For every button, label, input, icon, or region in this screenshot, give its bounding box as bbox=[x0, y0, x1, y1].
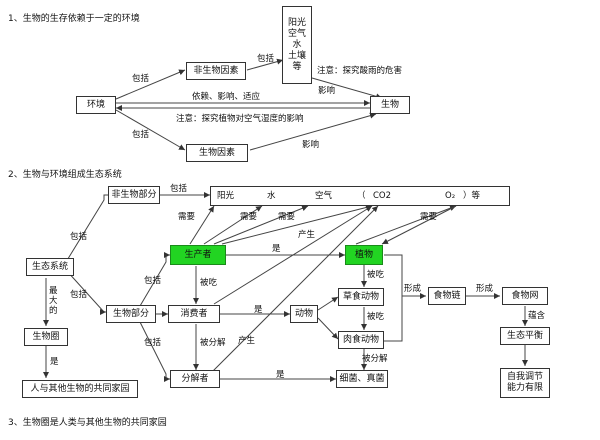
heading-section-3: 3、生物圈是人类与其他生物的共同家园 bbox=[8, 418, 167, 428]
abiotic-factor-box: 非生物因素 bbox=[186, 62, 246, 80]
abiotic-part-box: 非生物部分 bbox=[108, 186, 160, 204]
plant-need-arrow bbox=[381, 205, 457, 245]
eco-to-biotic-part-line bbox=[65, 269, 106, 315]
label-produce-bottom: 产生 bbox=[238, 336, 256, 346]
env-to-abiotic-line bbox=[115, 69, 186, 100]
label-need-plant: 需要 bbox=[420, 212, 438, 222]
animal-to-carnivore-line bbox=[317, 317, 339, 340]
producer-need-right-arrow bbox=[213, 205, 309, 245]
plant-produce-arrow bbox=[355, 205, 457, 245]
producer-to-co2-arrow bbox=[221, 204, 373, 245]
label-is-home: 是 bbox=[50, 357, 59, 367]
factor-row-open-paren: （ bbox=[357, 191, 366, 201]
label-need-2: 需要 bbox=[240, 212, 258, 222]
factor-row-o2: O₂ bbox=[445, 191, 456, 201]
label-is-consumer-animal: 是 bbox=[254, 305, 263, 315]
label-produce-top: 产生 bbox=[298, 230, 316, 240]
label-biotic-include-top: 包括 bbox=[144, 276, 162, 286]
label-need-1: 需要 bbox=[178, 212, 196, 222]
bacteria-box: 细菌、真菌 bbox=[336, 370, 388, 388]
factor-row-sunlight: 阳光 bbox=[217, 191, 235, 201]
animal-to-herbivore-line bbox=[317, 296, 339, 311]
factor-list-box: 阳光 空气 水 土壤 等 bbox=[282, 6, 312, 84]
label-is-decomposer-bacteria: 是 bbox=[276, 370, 285, 380]
label-eaten-herbivore: 被吃 bbox=[367, 312, 385, 322]
eco-to-abiotic-part-line bbox=[65, 192, 114, 263]
biosphere-box: 生物圈 bbox=[24, 328, 68, 346]
carnivore-box: 肉食动物 bbox=[338, 331, 384, 349]
label-largest-3: 的 bbox=[49, 306, 58, 316]
factors-row-box: 阳光 水 空气 （ CO2 O₂ ）等 bbox=[210, 186, 510, 206]
env-to-biotic-line bbox=[115, 109, 186, 151]
self-regulation-box: 自我调节 能力有限 bbox=[500, 368, 550, 398]
label-include-factors: 包括 bbox=[257, 54, 275, 64]
factor-water: 水 bbox=[292, 39, 302, 50]
animal-box: 动物 bbox=[290, 305, 318, 323]
bracket-to-food-chain-line bbox=[384, 254, 403, 342]
label-need-3: 需要 bbox=[278, 212, 296, 222]
label-biotic-include-bottom: 包括 bbox=[144, 338, 162, 348]
biotic-part-to-producer-line bbox=[139, 252, 170, 307]
organism-box: 生物 bbox=[370, 96, 410, 114]
biotic-part-box: 生物部分 bbox=[106, 305, 156, 323]
label-form-food-web: 形成 bbox=[476, 284, 494, 294]
label-eco-include-bottom: 包括 bbox=[70, 290, 88, 300]
ecosystem-box: 生态系统 bbox=[26, 258, 74, 276]
factor-soil: 土壤 bbox=[287, 50, 306, 61]
heading-section-1: 1、生物的生存依赖于一定的环境 bbox=[8, 14, 140, 24]
label-include-biotic: 包括 bbox=[132, 130, 150, 140]
self-regulation-line-2: 能力有限 bbox=[506, 383, 543, 393]
food-chain-box: 食物链 bbox=[428, 287, 466, 305]
label-is-producer-plant: 是 bbox=[272, 244, 281, 254]
biotic-factor-box: 生物因素 bbox=[186, 144, 248, 162]
label-eaten-plant: 被吃 bbox=[367, 270, 385, 280]
common-home-box: 人与其他生物的共同家园 bbox=[22, 380, 138, 398]
label-decomposed-carnivore: 被分解 bbox=[362, 354, 388, 364]
eco-balance-box: 生态平衡 bbox=[500, 327, 550, 345]
label-largest: 最 大 的 bbox=[49, 286, 58, 316]
label-largest-2: 大 bbox=[49, 296, 58, 306]
environment-box: 环境 bbox=[76, 96, 116, 114]
label-eaten-producer: 被吃 bbox=[200, 278, 218, 288]
note-acid-rain: 注意：探究酸雨的危害 bbox=[317, 66, 403, 76]
biotic-to-organism-line bbox=[249, 112, 377, 151]
biotic-part-to-decomposer-line bbox=[139, 321, 170, 382]
note-air-humidity: 注意：探究植物对空气湿度的影响 bbox=[176, 114, 304, 124]
factor-row-water: 水 bbox=[267, 191, 276, 201]
heading-section-2: 2、生物与环境组成生态系统 bbox=[8, 170, 122, 180]
factors-to-organism-line bbox=[311, 77, 383, 100]
label-affect-upper: 影响 bbox=[318, 86, 336, 96]
herbivore-box: 草食动物 bbox=[338, 288, 384, 306]
plant-box: 植物 bbox=[345, 245, 383, 265]
factor-row-co2: CO2 bbox=[373, 191, 392, 201]
factor-row-air: 空气 bbox=[315, 191, 333, 201]
label-affect-lower: 影响 bbox=[302, 140, 320, 150]
decomposer-box: 分解者 bbox=[170, 370, 220, 388]
label-dependence: 依赖、影响、适应 bbox=[192, 92, 261, 102]
self-regulation-line-1: 自我调节 bbox=[506, 372, 543, 382]
factor-air: 空气 bbox=[287, 28, 306, 39]
label-eco-include-top: 包括 bbox=[70, 232, 88, 242]
label-form-food-chain: 形成 bbox=[404, 284, 422, 294]
food-web-box: 食物网 bbox=[502, 287, 548, 305]
label-abiotic-include: 包括 bbox=[170, 184, 188, 194]
label-include-abiotic: 包括 bbox=[132, 74, 150, 84]
label-contain: 蕴含 bbox=[528, 311, 546, 321]
label-decomposed-consumer: 被分解 bbox=[200, 338, 226, 348]
factor-sunlight: 阳光 bbox=[287, 17, 306, 28]
producer-need-left-arrow bbox=[189, 205, 215, 245]
decomposer-to-co2-arrow bbox=[209, 205, 379, 375]
factor-etc: 等 bbox=[292, 61, 302, 72]
abiotic-to-factors-line bbox=[246, 58, 284, 71]
producer-need-mid-arrow bbox=[203, 205, 263, 245]
producer-box: 生产者 bbox=[170, 245, 226, 265]
label-largest-1: 最 bbox=[49, 286, 58, 296]
consumer-box: 消费者 bbox=[168, 305, 220, 323]
factor-row-close-etc: ）等 bbox=[463, 191, 481, 201]
